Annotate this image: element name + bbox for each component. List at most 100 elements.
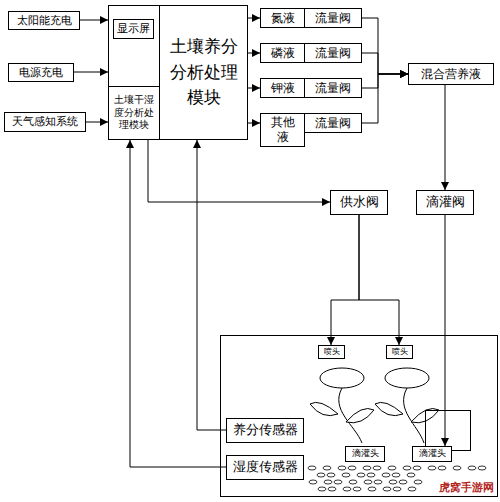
sensor-box: 湿度传感器 <box>226 455 304 480</box>
node-text: 土壤养分分析处理模块 <box>168 34 239 111</box>
pebble <box>392 473 400 477</box>
pebble <box>357 473 365 477</box>
flow-arrow <box>445 215 446 446</box>
pebble <box>323 466 331 470</box>
plant <box>375 368 439 443</box>
node-text: 滴灌阀 <box>426 194 465 210</box>
plant <box>310 368 374 443</box>
node-text: 其他液 <box>265 115 300 145</box>
pebble <box>414 480 422 484</box>
node-text: 流量阀 <box>315 46 351 61</box>
node-text: 混合营养液 <box>421 67 481 82</box>
liquid-box: 钾液 <box>260 78 305 98</box>
field-outline <box>221 336 498 497</box>
flow-arrow <box>86 122 108 123</box>
flow-arrow <box>445 85 446 190</box>
flow-arrow <box>248 88 260 89</box>
flow-arrow <box>248 123 260 124</box>
flow-arrow <box>80 20 108 21</box>
pebble <box>368 487 376 491</box>
pebble <box>338 466 346 470</box>
power-source: 电源充电 <box>8 63 74 82</box>
pebble <box>308 466 316 470</box>
flow-arrow <box>362 74 408 88</box>
sensing-system: 天气感知系统 <box>4 112 86 132</box>
flow-arrow <box>362 18 408 74</box>
sprinkler-head: 喷头 <box>386 345 413 359</box>
drip-valve: 滴灌阀 <box>416 190 474 215</box>
flow-arrow <box>331 215 359 345</box>
pebble <box>478 466 486 470</box>
liquid-box: 磷液 <box>260 43 305 63</box>
flow-valve: 流量阀 <box>304 78 362 98</box>
flow-arrow <box>248 18 260 19</box>
node-text: 湿度传感器 <box>233 459 298 475</box>
pebble <box>318 487 326 491</box>
node-text: 喷头 <box>392 347 408 357</box>
node-text: 滴灌头 <box>419 448 446 459</box>
analysis-module: 土壤干湿度分析处理模块 <box>108 86 160 140</box>
pebble <box>382 473 390 477</box>
pebble <box>468 466 476 470</box>
pebble <box>389 480 397 484</box>
watermark: 虎窝手游网 <box>437 480 496 495</box>
pebble <box>383 487 391 491</box>
drip-head: 滴灌头 <box>345 446 385 462</box>
pebble <box>317 473 325 477</box>
node-text: 流量阀 <box>315 81 351 96</box>
pebble <box>328 487 336 491</box>
pebble <box>348 466 356 470</box>
node-text: 供水阀 <box>340 194 379 210</box>
pebble <box>413 466 421 470</box>
pebble <box>327 473 335 477</box>
node-text: 流量阀 <box>315 116 351 131</box>
pebble <box>309 480 317 484</box>
node-text: 磷液 <box>271 46 295 61</box>
mix-tank: 混合营养液 <box>408 63 494 85</box>
flow-arrow <box>248 53 260 54</box>
node-text: 天气感知系统 <box>12 115 78 129</box>
flow-arrow <box>130 140 226 467</box>
flow-valve: 流量阀 <box>304 113 362 133</box>
node-text: 养分传感器 <box>233 422 298 438</box>
flow-arrow <box>362 53 408 74</box>
flow-arrow <box>359 215 399 345</box>
pebble <box>393 487 401 491</box>
pebble <box>363 466 371 470</box>
pebble <box>324 480 332 484</box>
pebble <box>428 466 436 470</box>
pebble <box>399 480 407 484</box>
pebble <box>367 473 375 477</box>
flow-arrow <box>197 140 226 430</box>
display-cell: 显示屏 <box>108 5 160 87</box>
node-text: 电源充电 <box>19 66 63 80</box>
pebble <box>334 480 342 484</box>
sensor-box: 养分传感器 <box>226 418 304 443</box>
pebble <box>453 466 461 470</box>
node-text: 滴灌头 <box>352 448 379 459</box>
analysis-module: 土壤养分分析处理模块 <box>159 5 248 140</box>
pebble <box>388 466 396 470</box>
pebble <box>373 466 381 470</box>
drip-head: 滴灌头 <box>412 446 452 462</box>
power-source: 太阳能充电 <box>8 11 80 30</box>
flow-valve: 流量阀 <box>304 43 362 63</box>
flow-valve: 流量阀 <box>304 8 362 28</box>
pebble <box>353 487 361 491</box>
sprinkler-head: 喷头 <box>318 345 345 359</box>
pebble <box>364 480 372 484</box>
water-valve: 供水阀 <box>330 190 388 215</box>
drip-box <box>426 411 471 451</box>
liquid-box: 氮液 <box>260 8 305 28</box>
pebble <box>342 473 350 477</box>
node-text: 太阳能充电 <box>17 14 72 28</box>
flow-arrow <box>148 140 330 202</box>
pebble <box>407 473 415 477</box>
node-text: 钾液 <box>271 81 295 96</box>
node-text: 氮液 <box>271 11 295 26</box>
liquid-box: 其他液 <box>260 113 305 147</box>
node-text: 显示屏 <box>113 19 154 39</box>
node-text: 流量阀 <box>315 11 351 26</box>
pebble <box>403 466 411 470</box>
pebble <box>349 480 357 484</box>
